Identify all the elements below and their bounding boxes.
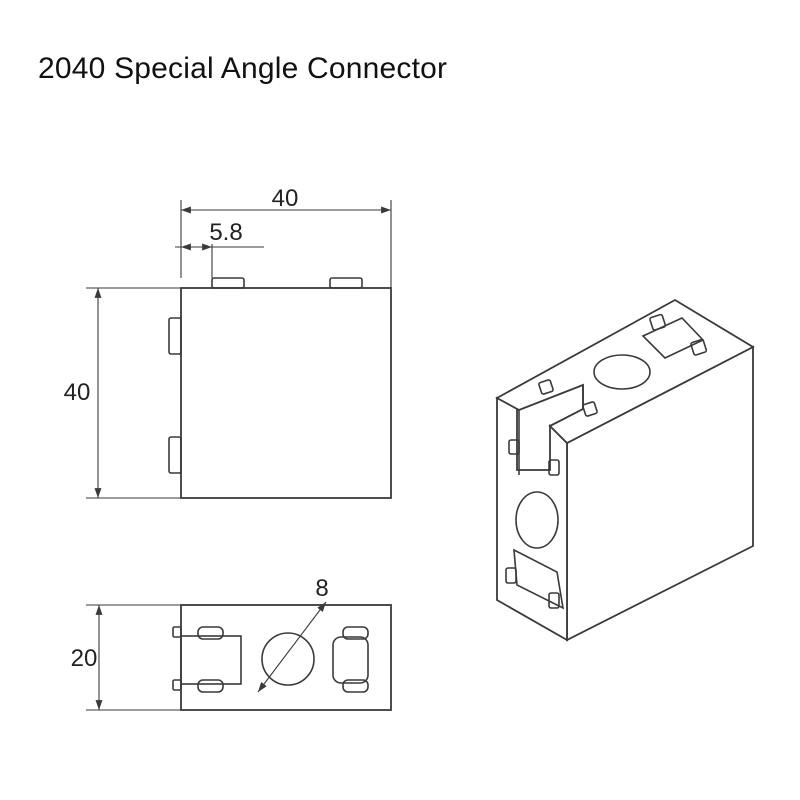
width-label: 40 [272, 185, 299, 212]
hole-diameter-line [257, 601, 327, 693]
hole-diameter-label: 8 [315, 575, 328, 602]
front-view [86, 200, 392, 499]
page-title: 2040 Special Angle Connector [38, 52, 448, 85]
height-label: 40 [64, 379, 91, 406]
isometric-view [495, 298, 755, 642]
top-view [86, 601, 392, 711]
depth-label: 20 [71, 645, 98, 672]
tab-width-label: 5.8 [209, 219, 242, 246]
